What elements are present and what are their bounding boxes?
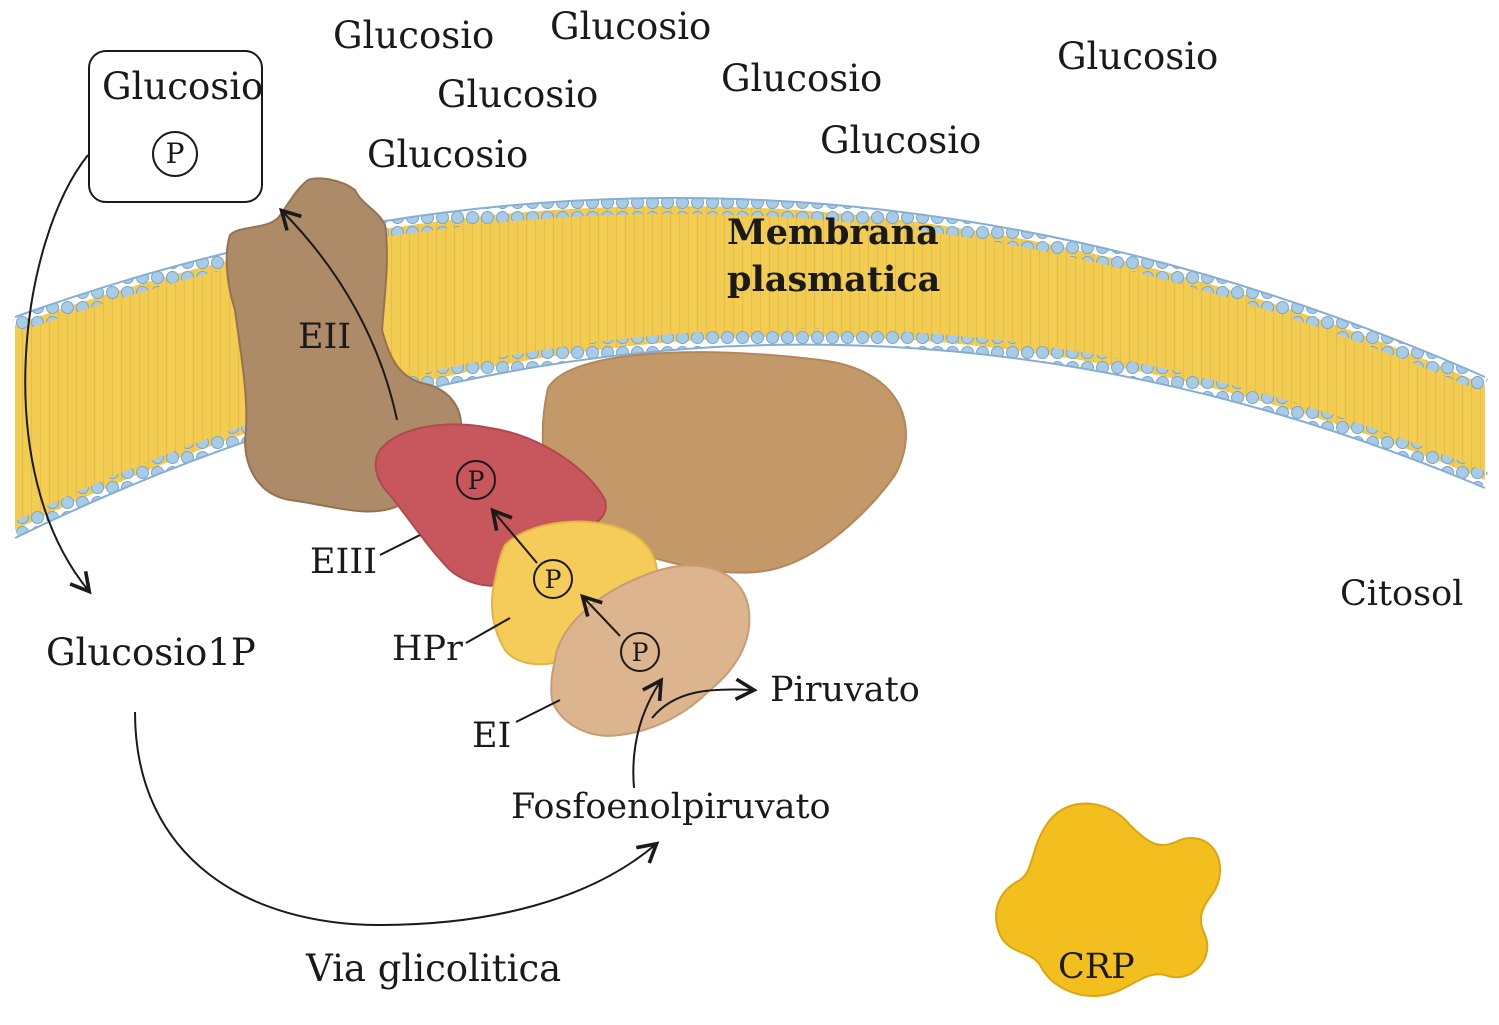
glucose-molecule-label: Glucosio [1057, 38, 1218, 75]
cytosol-label: Citosol [1340, 577, 1463, 612]
pep-label: Fosfoenolpiruvato [511, 790, 831, 825]
eiii-pointer [380, 535, 420, 555]
ei-label: EI [472, 719, 511, 754]
membrane-label-line1: Membrana [727, 215, 939, 250]
eii-label: EII [298, 320, 351, 355]
glucose-molecule-label: Glucosio [333, 17, 494, 54]
box-phosphate-badge: P [152, 131, 198, 177]
glucose-molecule-label: Glucosio [367, 136, 528, 173]
crp-label: CRP [1058, 950, 1135, 985]
box-glucose-label: Glucosio [102, 68, 263, 105]
hpr-phosphate-badge: P [533, 559, 573, 599]
ei-phosphate-badge: P [620, 632, 660, 672]
ei-pointer [516, 700, 560, 722]
glucose-molecule-label: Glucosio [721, 60, 882, 97]
glucose-molecule-label: Glucosio [820, 122, 981, 159]
membrane-label-line2: plasmatica [727, 262, 940, 297]
glucose-molecule-label: Glucosio [437, 76, 598, 113]
glucose1p-label: Glucosio1P [46, 634, 256, 671]
eiii-phosphate-badge: P [456, 460, 496, 500]
eiii-label: EIII [310, 545, 377, 580]
hpr-label: HPr [392, 632, 463, 667]
glycolysis-label: Via glicolitica [306, 950, 561, 987]
pyruvate-label: Piruvato [770, 673, 920, 708]
glucose-molecule-label: Glucosio [550, 8, 711, 45]
